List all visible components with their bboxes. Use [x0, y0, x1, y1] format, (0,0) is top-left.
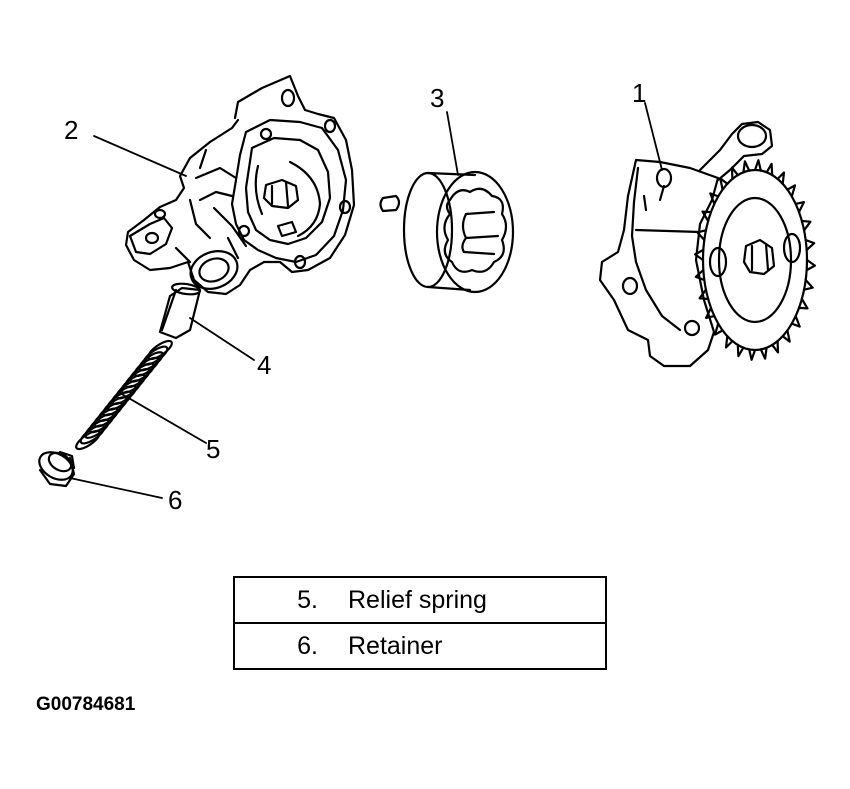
sprocket-teeth [694, 159, 816, 361]
relief-valve-part [158, 282, 202, 340]
callout-labels: 2 3 1 4 5 6 [64, 78, 646, 515]
callout-4: 4 [257, 350, 271, 380]
legend-text: Retainer [348, 631, 443, 660]
legend-text: Relief spring [348, 585, 487, 614]
callout-1: 1 [632, 78, 646, 108]
pump-cover-sprocket-part [598, 120, 816, 368]
leader-lines [69, 102, 663, 499]
relief-spring-part [75, 339, 173, 451]
spring-coil [75, 429, 101, 451]
callout-3: 3 [430, 83, 444, 113]
legend-number: 5. [297, 585, 318, 614]
legend-row-retainer: 6. Retainer [235, 624, 605, 668]
callout-2: 2 [64, 115, 78, 145]
figure-code: G00784681 [36, 694, 136, 715]
legend-row-relief-spring: 5. Relief spring [235, 578, 605, 624]
pump-housing-part [124, 74, 401, 296]
callout-6: 6 [168, 485, 182, 515]
legend-number: 6. [297, 631, 318, 660]
legend-table: 5. Relief spring 6. Retainer [233, 576, 607, 670]
rotor-part [402, 170, 515, 294]
callout-5: 5 [206, 434, 220, 464]
retainer-part [38, 450, 76, 488]
spring-coil [79, 424, 106, 445]
